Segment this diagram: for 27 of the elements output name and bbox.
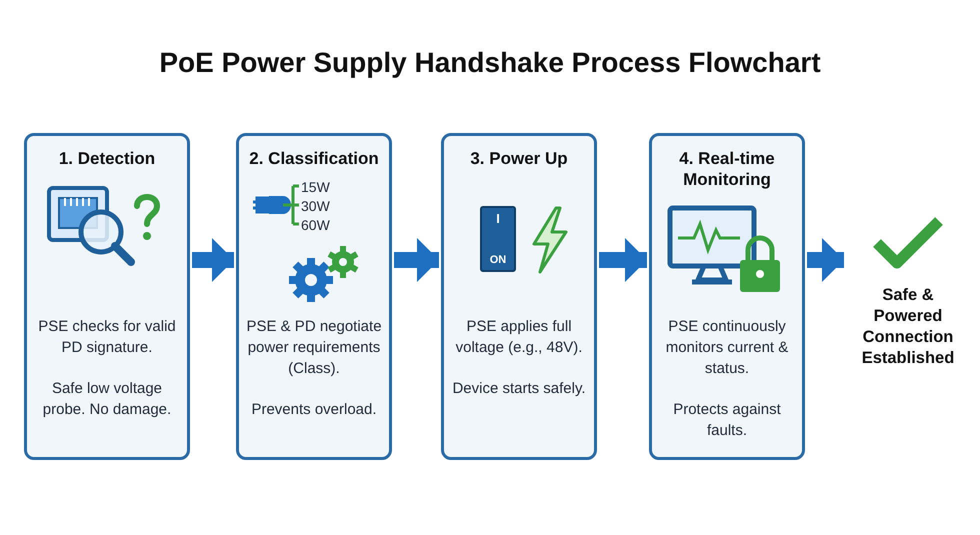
step-description: Device starts safely. [451, 379, 587, 399]
wattage-label: 15W [301, 178, 330, 197]
switch-label: ON [490, 254, 506, 266]
arrow [599, 238, 647, 282]
arrow [807, 238, 844, 282]
step-description: PSE checks for valid PD signature. [37, 317, 177, 358]
step-card [24, 133, 190, 460]
step-heading: 3. Power Up [469, 148, 569, 169]
step-card [649, 133, 805, 460]
step-card [236, 133, 392, 460]
step-description: PSE & PD negotiate power requirements (Class). [245, 317, 383, 379]
step-description: PSE applies full voltage (e.g., 48V). [454, 317, 584, 358]
arrow [394, 238, 439, 282]
result-text: Safe & Powered Connection Established [860, 285, 956, 369]
wattage-label: 60W [301, 216, 330, 235]
step-heading: 4. Real-time Monitoring [678, 148, 776, 190]
step-card [441, 133, 597, 460]
wattage-label: 30W [301, 197, 330, 216]
switch-label: I [496, 212, 500, 226]
arrow [192, 238, 234, 282]
title: PoE Power Supply Handshake Process Flowchart [158, 46, 822, 80]
step-heading: 2. Classification [248, 148, 380, 169]
step-description: Protects against faults. [672, 400, 782, 441]
step-description: PSE continuously monitors current & status. [664, 317, 790, 379]
step-heading: 1. Detection [58, 148, 156, 169]
step-description: Safe low voltage probe. No damage. [42, 379, 172, 420]
step-description: Prevents overload. [250, 400, 378, 420]
